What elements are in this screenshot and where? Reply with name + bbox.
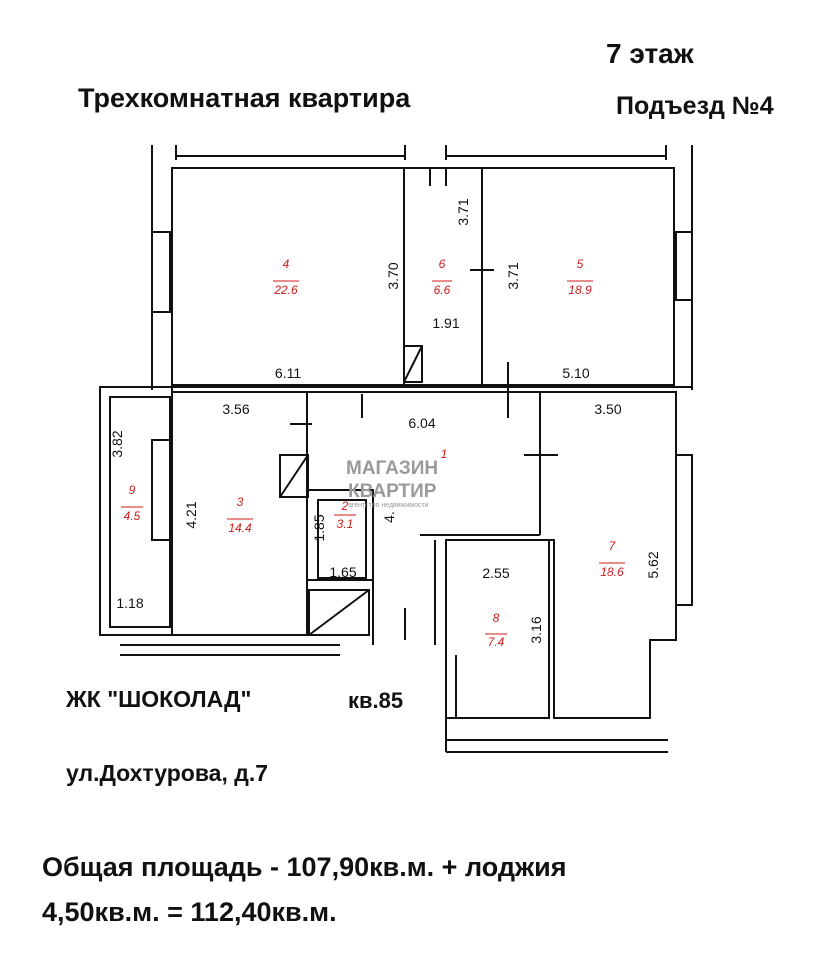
room-2-area: 3.1 bbox=[337, 517, 354, 531]
room-labels: 4 22.6 6 6.6 5 18.9 9 4.5 3 14.4 1 2 3.1… bbox=[121, 257, 625, 649]
room-3-number: 3 bbox=[237, 495, 244, 509]
dim-5-62: 5.62 bbox=[645, 551, 661, 578]
dim-3-82: 3.82 bbox=[109, 430, 125, 457]
dim-3-71-a: 3.71 bbox=[455, 198, 471, 225]
apartment-type-title: Трехкомнатная квартира bbox=[78, 83, 411, 113]
dim-4-x: 4. bbox=[381, 511, 397, 523]
dim-3-71-b: 3.71 bbox=[505, 262, 521, 289]
room-2-number: 2 bbox=[341, 499, 349, 513]
floor-label: 7 этаж bbox=[606, 38, 694, 69]
dim-5-10: 5.10 bbox=[562, 365, 589, 381]
dimension-labels: 6.11 3.70 3.71 3.71 1.91 5.10 3.56 6.04 … bbox=[109, 198, 661, 643]
watermark-line1: МАГАЗИН bbox=[346, 458, 438, 479]
room-4-area: 22.6 bbox=[273, 283, 298, 297]
room-8-area: 7.4 bbox=[488, 635, 505, 649]
room-6-number: 6 bbox=[439, 257, 446, 271]
room-1-number: 1 bbox=[441, 447, 448, 461]
room-9-area: 4.5 bbox=[124, 509, 141, 523]
dim-6-11: 6.11 bbox=[275, 365, 301, 381]
room-4-number: 4 bbox=[283, 257, 290, 271]
dim-2-55: 2.55 bbox=[482, 565, 509, 581]
room-7-number: 7 bbox=[609, 539, 617, 553]
dim-3-50: 3.50 bbox=[594, 401, 621, 417]
watermark: МАГАЗИН КВАРТИР агентство недвижимости bbox=[346, 458, 438, 509]
dim-1-85: 1.85 bbox=[311, 514, 327, 541]
room-6-area: 6.6 bbox=[434, 283, 451, 297]
total-area-line2: 4,50кв.м. = 112,40кв.м. bbox=[42, 897, 337, 927]
dim-1-65: 1.65 bbox=[329, 564, 356, 580]
address: ул.Дохтурова, д.7 bbox=[66, 760, 269, 786]
room-5-area: 18.9 bbox=[568, 283, 592, 297]
plan-walls bbox=[99, 145, 693, 753]
dim-1-91: 1.91 bbox=[432, 315, 459, 331]
watermark-line2: КВАРТИР bbox=[348, 481, 437, 502]
dim-3-70: 3.70 bbox=[385, 262, 401, 289]
room-5-number: 5 bbox=[577, 257, 584, 271]
dim-4-21: 4.21 bbox=[183, 501, 199, 528]
room-9-number: 9 bbox=[129, 483, 136, 497]
room-3-area: 14.4 bbox=[228, 521, 252, 535]
room-8-number: 8 bbox=[493, 611, 500, 625]
complex-name: ЖК "ШОКОЛАД" bbox=[66, 686, 252, 712]
dim-6-04: 6.04 bbox=[408, 415, 435, 431]
apartment-number: кв.85 bbox=[348, 688, 404, 713]
dim-3-56: 3.56 bbox=[222, 401, 249, 417]
dim-3-16: 3.16 bbox=[528, 616, 544, 643]
entrance-label: Подъезд №4 bbox=[616, 92, 774, 120]
room-7-area: 18.6 bbox=[600, 565, 624, 579]
watermark-line3: агентство недвижимости bbox=[348, 502, 429, 509]
dim-1-18: 1.18 bbox=[116, 595, 143, 611]
total-area-line1: Общая площадь - 107,90кв.м. + лоджия bbox=[42, 852, 567, 882]
